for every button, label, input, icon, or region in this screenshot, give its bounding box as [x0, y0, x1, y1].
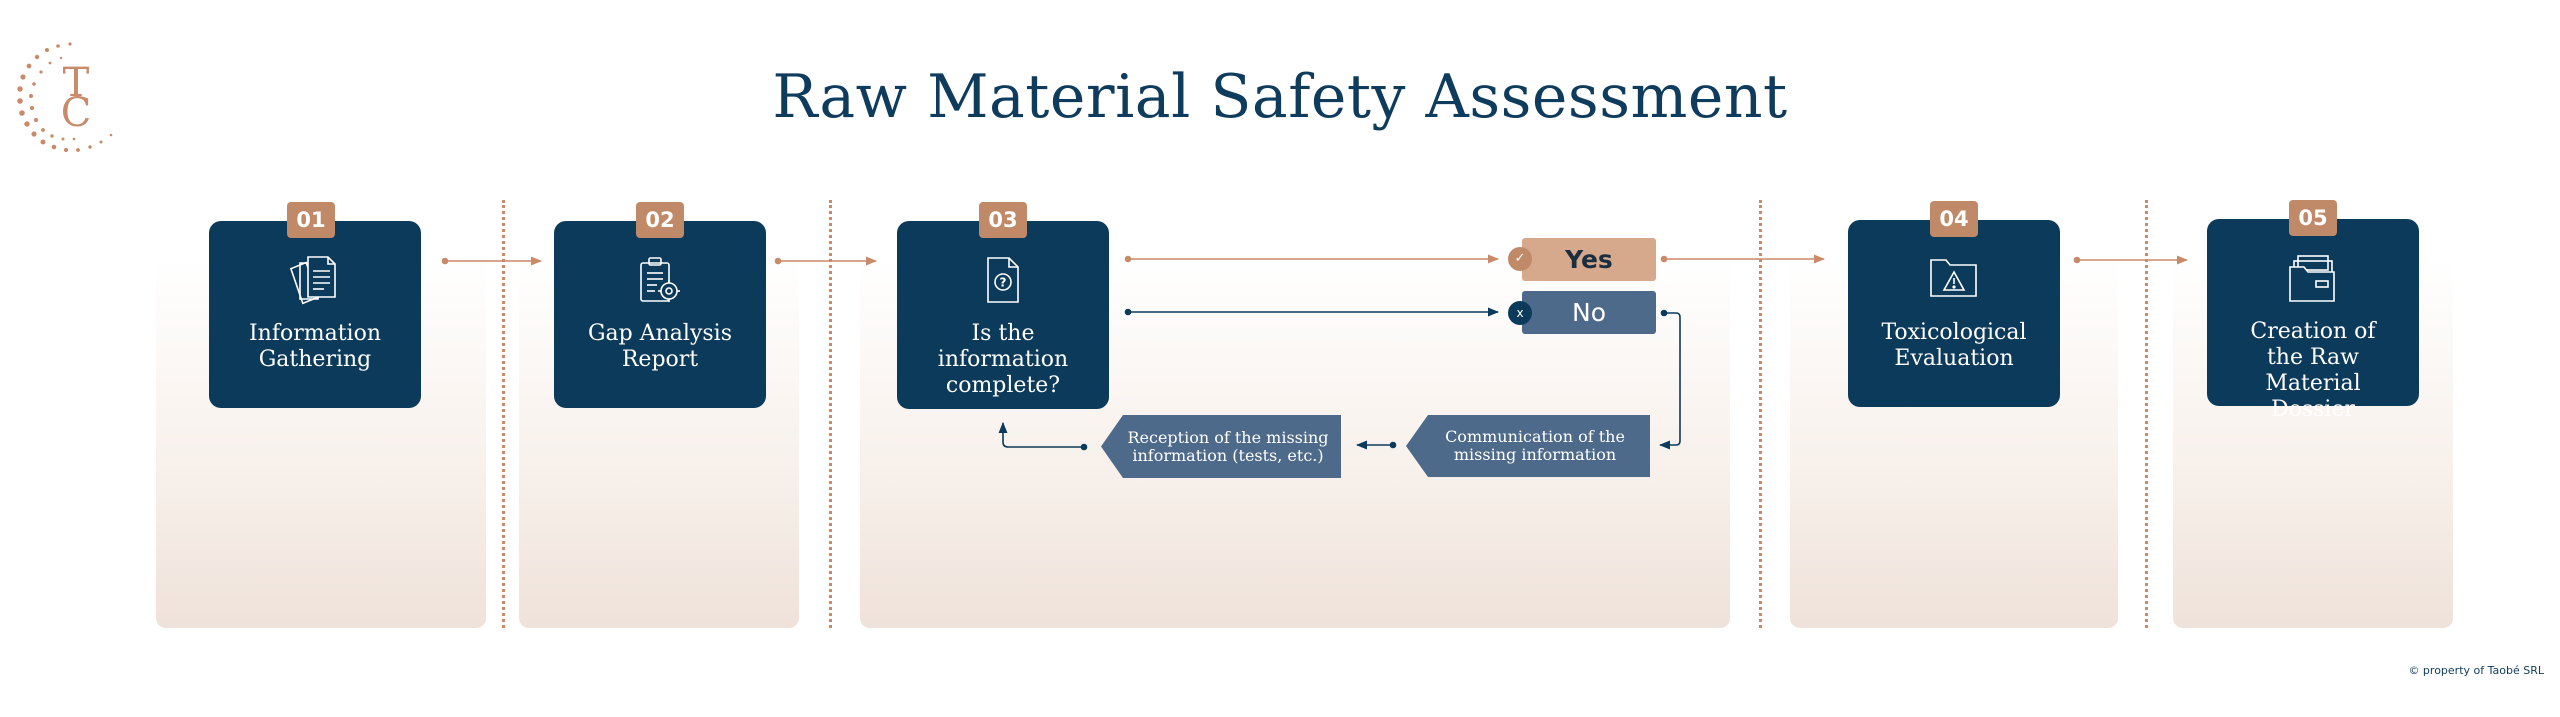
decision-no-box: No [1522, 291, 1656, 334]
step-03-card: ? Is the information complete? [897, 221, 1109, 409]
step-05-card: Creation of the Raw Material Dossier [2207, 219, 2419, 422]
communication-label: Communication of the missing information [1445, 427, 1625, 464]
step-01-label: Information Gathering [248, 321, 382, 372]
separator-2 [829, 200, 832, 628]
arrow-no-communication [1658, 312, 1681, 450]
copyright-note: © property of Taobé SRL [2408, 664, 2544, 677]
step-03-label: Is the information complete? [937, 321, 1069, 398]
check-icon: ✓ [1508, 247, 1532, 271]
step-02-card: Gap Analysis Report [554, 221, 766, 408]
step-03-badge: 03 [979, 202, 1027, 238]
reception-box: Reception of the missing information (te… [1101, 415, 1341, 478]
communication-box: Communication of the missing information [1406, 415, 1650, 477]
step-01-badge: 01 [287, 202, 335, 238]
warning-folder-icon [1930, 259, 1977, 297]
separator-1 [502, 200, 505, 628]
separator-4 [2145, 200, 2148, 628]
reception-label: Reception of the missing information (te… [1127, 427, 1329, 465]
step-05-label: Creation of the Raw Material Dossier [2250, 319, 2376, 422]
logo-letter-t: T [63, 60, 90, 106]
logo-letter-c: C [61, 90, 92, 136]
step-02-label: Gap Analysis Report [587, 321, 733, 372]
separator-3 [1759, 200, 1762, 628]
step-01-card: Information Gathering [209, 221, 421, 408]
question-document-icon: ? [987, 257, 1019, 303]
arrow-reception-03 [998, 421, 1084, 448]
page-title: Raw Material Safety Assessment [772, 62, 1788, 132]
company-logo: T C [17, 42, 113, 153]
step-02-badge: 02 [636, 202, 684, 238]
documents-icon [289, 256, 336, 305]
dossier-folder-icon [2289, 255, 2335, 302]
cross-icon: x [1508, 301, 1532, 325]
report-gear-icon [640, 257, 680, 302]
step-05-badge: 05 [2289, 200, 2337, 236]
decision-yes-box: Yes [1522, 238, 1656, 281]
step-04-label: Toxicological Evaluation [1881, 320, 2027, 371]
step-04-card: Toxicological Evaluation [1848, 220, 2060, 407]
svg-text:?: ? [1000, 276, 1007, 290]
step-04-badge: 04 [1930, 201, 1978, 237]
